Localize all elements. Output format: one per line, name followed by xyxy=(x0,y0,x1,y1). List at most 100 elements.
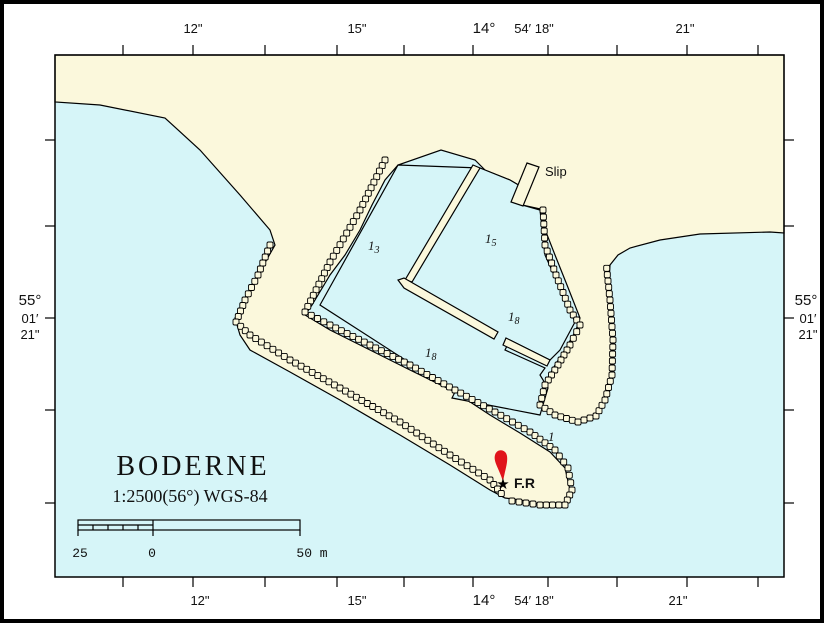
rock-bead xyxy=(541,381,549,389)
rock-bead xyxy=(435,444,443,452)
rock-bead xyxy=(360,338,368,346)
rock-bead xyxy=(445,383,453,391)
rock-bead xyxy=(607,309,615,317)
rock-bead xyxy=(396,418,404,426)
rock-bead xyxy=(574,418,582,426)
rock-bead xyxy=(307,311,315,319)
rock-bead xyxy=(343,229,351,237)
rock-bead xyxy=(246,331,254,339)
lat-right-sec: 21" xyxy=(798,327,817,342)
rock-bead xyxy=(304,302,312,310)
top-tick-12: 12" xyxy=(183,21,202,36)
rock-bead xyxy=(539,206,547,214)
rock-bead xyxy=(609,336,617,344)
rock-bead xyxy=(606,377,614,385)
rock-bead xyxy=(474,399,482,407)
rock-bead xyxy=(440,380,448,388)
depth-18-lower: 18 xyxy=(425,345,437,363)
rock-bead xyxy=(536,435,544,443)
rock-bead xyxy=(319,375,327,383)
rock-bead xyxy=(567,479,575,487)
lat-left-deg: 55° xyxy=(19,292,42,309)
rock-bead xyxy=(540,227,548,235)
rock-bead xyxy=(508,497,516,505)
light-characteristic: F.R xyxy=(514,475,535,491)
rock-bead xyxy=(569,334,577,342)
lat-right-min: 01′ xyxy=(800,311,817,326)
rock-bead xyxy=(308,368,316,376)
scale-bar xyxy=(77,519,301,536)
rock-bead xyxy=(241,327,249,335)
rock-bead xyxy=(564,300,572,308)
bottom-tick-21: 21" xyxy=(668,593,687,608)
rock-bead xyxy=(280,352,288,360)
rock-bead xyxy=(326,321,334,329)
rock-bead xyxy=(326,258,334,266)
rock-bead xyxy=(297,362,305,370)
rock-bead xyxy=(497,490,505,497)
rock-bead xyxy=(580,416,588,424)
rock-bead xyxy=(248,284,255,291)
scale-label-0: 0 xyxy=(148,546,156,561)
rock-bead xyxy=(402,422,410,430)
rock-bead xyxy=(608,316,615,324)
rock-bead xyxy=(552,271,560,279)
rock-bead xyxy=(254,271,262,279)
rock-bead xyxy=(383,350,391,358)
rock-bead xyxy=(349,332,357,340)
rock-bead xyxy=(541,241,549,249)
rock-bead xyxy=(561,501,569,509)
rock-bead xyxy=(359,200,367,208)
rock-bead xyxy=(259,259,267,267)
rock-bead xyxy=(514,421,522,429)
light-star-icon: ★ xyxy=(496,475,509,493)
rock-bead xyxy=(314,315,321,322)
rock-bead xyxy=(608,364,616,372)
rock-bead xyxy=(381,156,389,164)
rock-bead xyxy=(543,247,551,255)
lat-left-sec: 21" xyxy=(20,327,39,342)
rock-bead xyxy=(346,223,354,231)
rock-bead xyxy=(320,269,328,277)
rock-bead xyxy=(522,499,530,507)
rock-bead xyxy=(446,451,454,459)
rock-bead xyxy=(429,440,437,448)
rock-bead xyxy=(557,413,565,421)
rock-bead xyxy=(232,318,240,326)
rock-bead xyxy=(555,452,563,460)
rock-bead xyxy=(529,500,537,508)
rock-bead xyxy=(468,395,476,403)
rock-bead xyxy=(332,324,340,332)
rock-bead xyxy=(538,394,546,402)
lat-right-deg: 55° xyxy=(795,292,818,309)
bottom-tick-12: 12" xyxy=(190,593,209,608)
rock-bead xyxy=(603,390,611,398)
rock-bead xyxy=(370,178,378,186)
rock-bead xyxy=(554,277,562,285)
rock-bead xyxy=(412,364,420,372)
rock-bead xyxy=(329,252,337,260)
rock-bead xyxy=(565,471,573,479)
rock-bead xyxy=(336,241,344,249)
bottom-tick-54-18: 54′ 18" xyxy=(514,593,554,608)
rock-revetment xyxy=(232,156,617,509)
rock-bead xyxy=(275,349,283,357)
rock-bead xyxy=(256,265,264,273)
rock-bead xyxy=(269,345,277,353)
rock-bead xyxy=(353,212,361,220)
rock-bead xyxy=(451,386,459,394)
rock-bead xyxy=(315,280,323,288)
rock-bead xyxy=(261,253,269,261)
rock-bead xyxy=(424,436,432,444)
rock-bead xyxy=(301,308,309,316)
harbor-name: BODERNE xyxy=(116,451,269,482)
rock-bead xyxy=(606,296,614,304)
rock-bead xyxy=(264,247,272,255)
rock-bead xyxy=(244,290,252,298)
rock-bead xyxy=(339,235,347,243)
rock-bead xyxy=(609,350,617,358)
rock-bead xyxy=(541,234,549,242)
rock-bead xyxy=(343,330,351,338)
scale-label-50m: 50 m xyxy=(296,546,327,561)
pier-cross xyxy=(397,277,499,340)
